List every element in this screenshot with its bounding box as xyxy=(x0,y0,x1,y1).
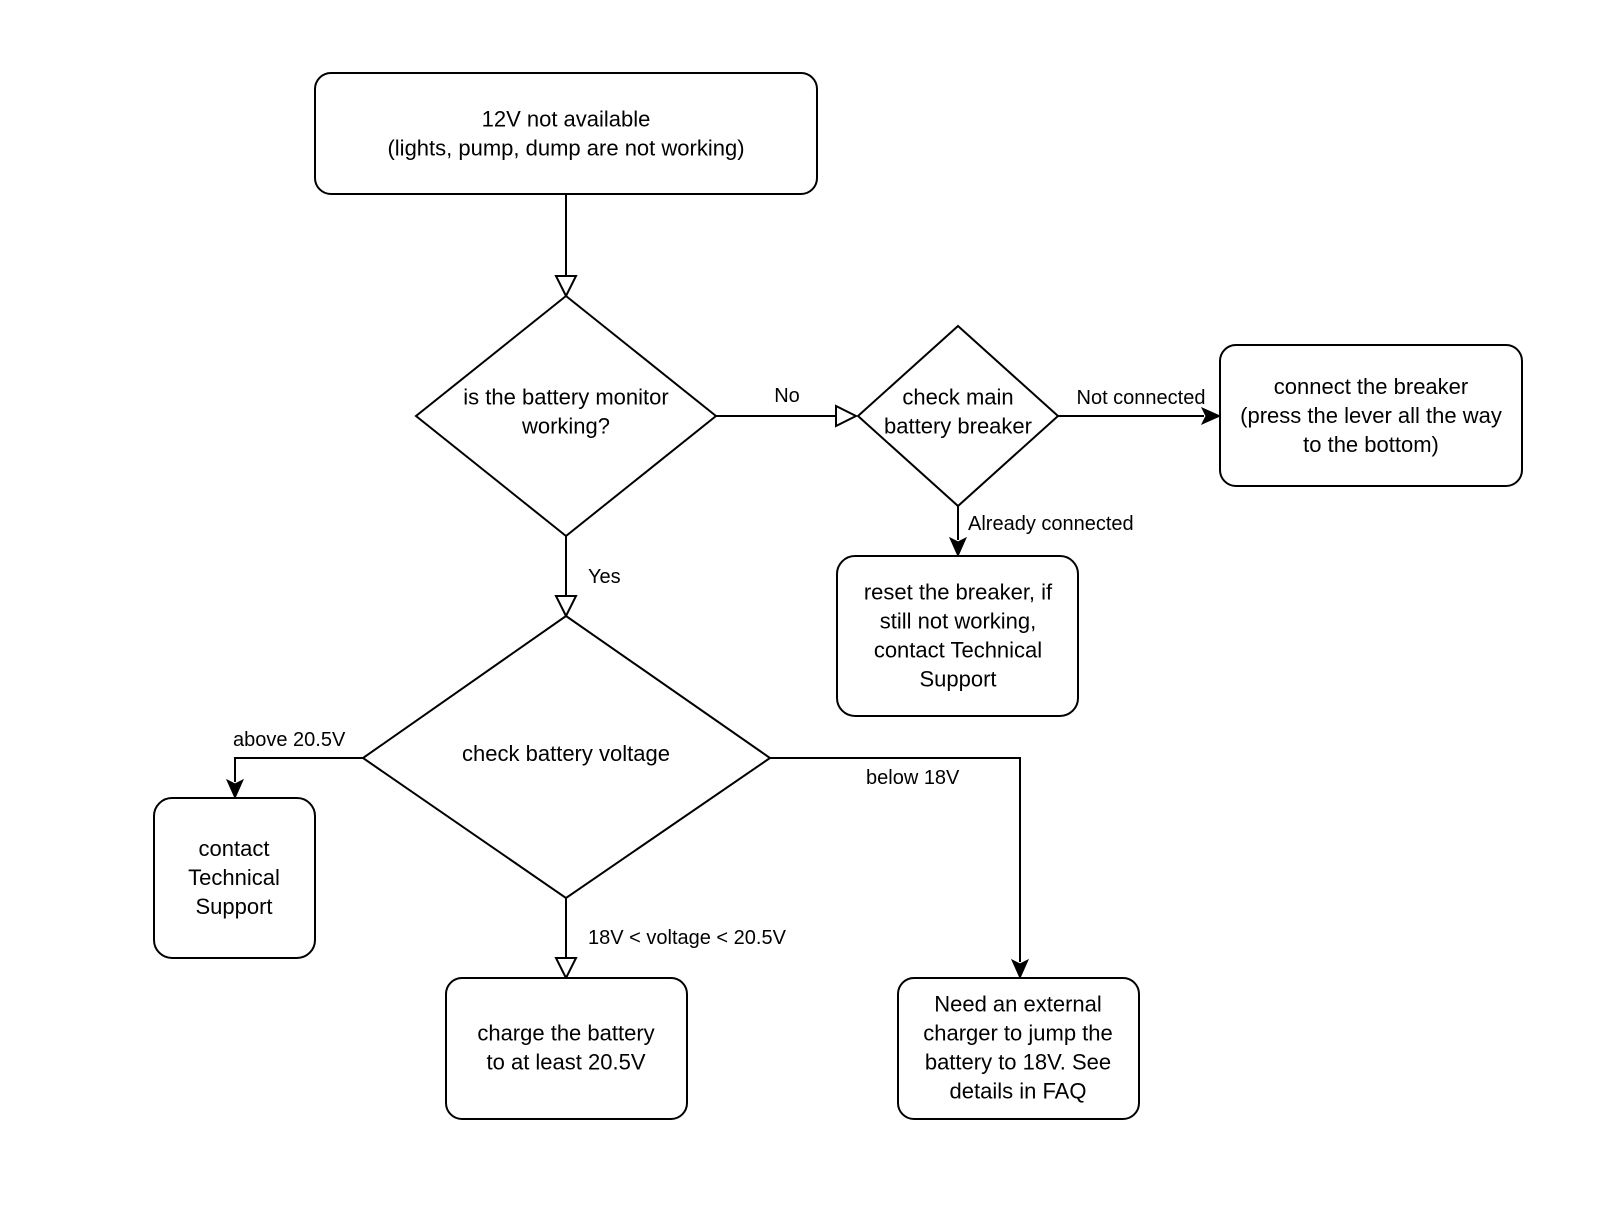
arrowhead-open xyxy=(554,957,578,981)
decision-shape xyxy=(856,324,1060,508)
edge-label-between: 18V < voltage < 20.5V xyxy=(588,927,787,949)
connectors xyxy=(225,194,1222,981)
node-shape xyxy=(836,555,1079,717)
label-line: (lights, pump, dump are not working) xyxy=(387,136,744,161)
flowchart-decision-voltage: check battery voltage xyxy=(361,614,772,900)
label-line: charger to jump the xyxy=(923,1021,1113,1046)
flowchart-node-charge: charge the battery to at least 20.5V xyxy=(445,977,688,1120)
label-line: check battery voltage xyxy=(462,741,670,766)
node-shape xyxy=(153,797,316,959)
label-line: battery breaker xyxy=(884,414,1032,439)
label-line: (press the lever all the way xyxy=(1240,403,1502,428)
label-line: contact xyxy=(199,836,270,861)
node-label-charge: charge the battery to at least 20.5V xyxy=(477,1021,654,1075)
decision-shape xyxy=(361,614,772,900)
decision-label-monitor: is the battery monitor working? xyxy=(463,385,668,439)
label-line: still not working, xyxy=(880,609,1037,634)
label-line: 12V not available xyxy=(482,107,651,132)
label-line: details in FAQ xyxy=(950,1079,1087,1104)
label-line: working? xyxy=(521,414,610,439)
arrowhead-open xyxy=(835,404,859,428)
label-line: Technical xyxy=(188,865,280,890)
label-line: charge the battery xyxy=(477,1021,654,1046)
arrowhead-open xyxy=(554,275,578,299)
label-line: to the bottom) xyxy=(1303,432,1439,457)
label-line: reset the breaker, if xyxy=(864,580,1053,605)
label-line: Need an external xyxy=(934,992,1102,1017)
node-shape xyxy=(445,977,688,1120)
edge-label-no: No xyxy=(774,385,800,407)
node-shape xyxy=(1219,344,1523,487)
node-label-start: 12V not available (lights, pump, dump are… xyxy=(387,107,744,161)
edge-label-not-connected: Not connected xyxy=(1077,387,1206,409)
flowchart-node-reset-breaker: reset the breaker, if still not working, c… xyxy=(836,555,1079,717)
label-line: Support xyxy=(195,894,272,919)
flowchart-node-external-charger: Need an external charger to jump the batte… xyxy=(897,977,1140,1120)
node-shape xyxy=(897,977,1140,1120)
node-shape xyxy=(314,72,818,195)
edge-voltage-to-external xyxy=(770,757,1021,962)
label-line: to at least 20.5V xyxy=(487,1050,646,1075)
flowchart-node-connect-breaker: connect the breaker (press the lever all … xyxy=(1219,344,1523,487)
arrowhead-solid xyxy=(225,778,245,800)
arrowhead-open xyxy=(554,595,578,619)
node-label-connect-breaker: connect the breaker (press the lever all … xyxy=(1240,374,1502,457)
label-line: battery to 18V. See xyxy=(925,1050,1111,1075)
label-line: contact Technical xyxy=(874,638,1042,663)
edge-label-yes: Yes xyxy=(588,566,621,588)
arrowhead-solid xyxy=(1010,958,1030,980)
edge-label-above: above 20.5V xyxy=(233,729,346,751)
flowchart-decision-breaker: check main battery breaker xyxy=(856,324,1060,508)
node-label-reset-breaker: reset the breaker, if still not working, c… xyxy=(864,580,1053,692)
node-label-external-charger: Need an external charger to jump the batte… xyxy=(923,992,1113,1104)
edge-labels: No Yes Not connected Already connected a… xyxy=(233,385,1205,949)
edge-label-below: below 18V xyxy=(866,767,960,789)
label-line: is the battery monitor xyxy=(463,385,668,410)
label-line: check main xyxy=(902,385,1013,410)
decision-shape xyxy=(414,294,718,538)
label-line: Support xyxy=(919,667,996,692)
flowchart-decision-monitor: is the battery monitor working? xyxy=(414,294,718,538)
label-line: connect the breaker xyxy=(1274,374,1468,399)
decision-label-voltage: check battery voltage xyxy=(462,741,670,766)
edge-label-already-connected: Already connected xyxy=(968,513,1134,535)
arrowhead-solid xyxy=(948,536,968,558)
arrowhead-solid xyxy=(1200,406,1222,426)
flowchart-node-start: 12V not available (lights, pump, dump are… xyxy=(314,72,818,195)
edge-voltage-to-support xyxy=(234,757,363,782)
decision-label-breaker: check main battery breaker xyxy=(884,385,1032,439)
